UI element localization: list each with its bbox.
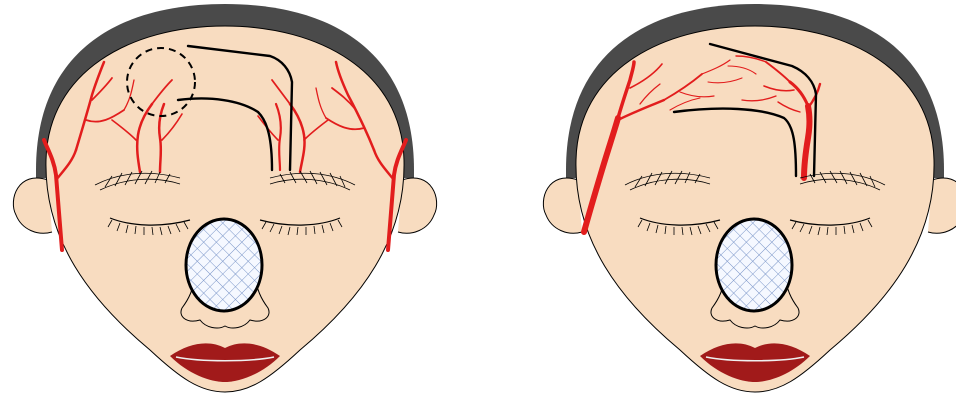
left-ear-right xyxy=(398,178,437,233)
left-ear-left xyxy=(13,178,52,233)
crosshatch-oval-icon xyxy=(186,219,262,311)
right-face-panel xyxy=(543,4,956,392)
right-ear-left xyxy=(543,178,582,233)
left-face-skin xyxy=(46,26,404,392)
crosshatch-oval-icon xyxy=(716,219,792,311)
left-face-panel xyxy=(13,4,436,392)
